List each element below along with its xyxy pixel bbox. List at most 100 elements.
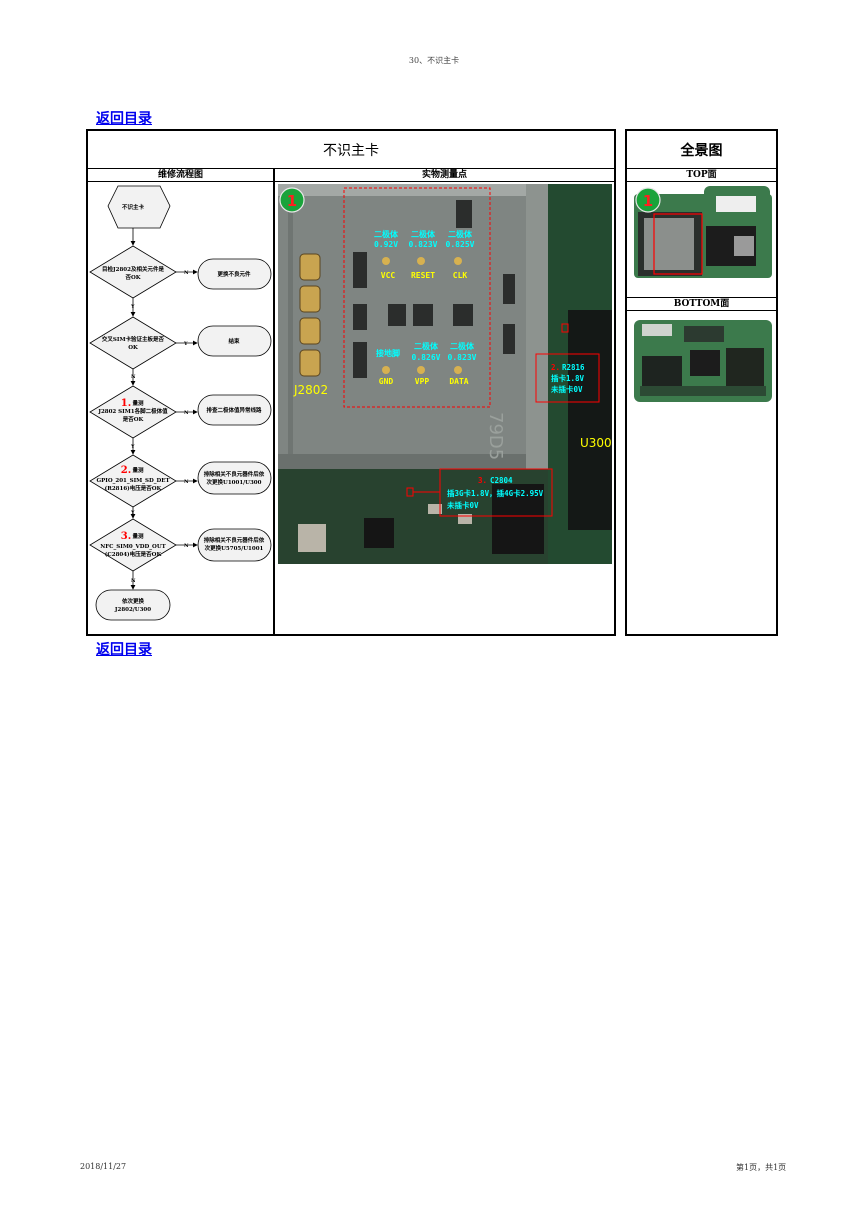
flow-d3-line2: 是否OK (122, 415, 144, 423)
divider (627, 181, 776, 182)
pin-reset-diode: 二极体 (411, 229, 436, 239)
col-header-flow: 维修流程图 (157, 170, 203, 180)
flow-end-line1: 依次更换 (122, 597, 145, 605)
ic-label: U300 (580, 436, 612, 450)
flow-d3-line1: J2802 SIM1各脚二极体值 (97, 407, 168, 415)
no-label: N (131, 374, 136, 380)
bottom-view-photo (634, 320, 772, 402)
r2816-num: 2. (551, 363, 560, 372)
top-view-label: TOP面 (686, 170, 717, 180)
flow-d2-line1: 交叉SIM卡验证主板是否 (102, 335, 165, 343)
page-header: 30、不识主卡 (408, 56, 460, 65)
c2804-inserted: 插3G卡1.8V，插4G卡2.95V (447, 488, 544, 498)
r2816-inserted: 插卡1.8V (551, 373, 585, 383)
result-3 (197, 394, 272, 426)
footer-date: 2018/11/27 (80, 1162, 127, 1171)
pin-data-value: 0.823V (448, 353, 477, 362)
flow-d4-head: 量测 (132, 466, 144, 474)
yes-label: Y (130, 510, 135, 516)
flow-r4-line1: 排除相关不良元器件后依 (204, 470, 265, 478)
flow-d1-line1: 目检J2802及相关元件是 (102, 265, 164, 273)
no-label: N (184, 543, 189, 549)
pin-data-diode: 二极体 (450, 341, 475, 351)
divider (627, 297, 776, 298)
flow-r3-text: 排查二极体值异常线路 (206, 406, 262, 414)
main-title: 不识主卡 (323, 143, 379, 159)
divider (627, 310, 776, 311)
flow-d2-line2: OK (128, 345, 138, 351)
bottom-view-label: BOTTOM面 (673, 299, 730, 309)
flow-d5-line1: NFC_SIM0_VDD_OUT (100, 544, 166, 550)
divider (88, 168, 614, 169)
pin-gnd-diode: 接地脚 (376, 348, 400, 358)
pin-vcc-diode: 二极体 (374, 229, 399, 239)
flow-r5-line2: 次更换U5705/U1001 (205, 544, 264, 552)
chip-silkscreen: 79D5 (485, 412, 506, 460)
pin-vpp-diode: 二极体 (414, 341, 439, 351)
flow-r1-text: 更换不良元件 (217, 270, 251, 278)
result-5 (197, 528, 272, 562)
pin-gnd-name: GND (379, 377, 394, 386)
yes-label: Y (130, 444, 135, 450)
start-hexagon (107, 185, 171, 229)
flow-start-text: 不识主卡 (122, 203, 145, 211)
result-1 (197, 258, 272, 290)
pin-clk-diode: 二极体 (448, 229, 473, 239)
decision-2 (89, 316, 177, 370)
pin-data-name: DATA (449, 377, 468, 386)
result-4 (197, 461, 272, 495)
no-label: N (184, 410, 189, 416)
main-table (86, 129, 616, 636)
flow-r2-text: 结束 (228, 337, 240, 345)
connector-label: J2802 (293, 383, 328, 397)
flow-d3-head: 量测 (132, 399, 144, 407)
flow-d3-num: 1. (121, 398, 131, 409)
pin-vcc-name: VCC (381, 271, 396, 280)
result-2 (197, 325, 272, 357)
side-title: 全景图 (680, 143, 723, 159)
flow-d5-line2: (C2804)电压是否OK (105, 550, 162, 558)
pin-vpp-value: 0.826V (412, 353, 441, 362)
flow-d1-line2: 否OK (125, 273, 140, 281)
end-terminal (95, 589, 171, 621)
flow-d5-num: 3. (121, 531, 131, 542)
yes-label: Y (130, 304, 135, 310)
flow-r4-line2: 次更换U1001/U300 (207, 478, 262, 486)
footer-page: 第1页，共1页 (736, 1163, 787, 1172)
no-label: N (184, 479, 189, 485)
back-to-contents-link-top[interactable]: 返回目录 (96, 111, 152, 127)
pin-reset-value: 0.823V (409, 240, 438, 249)
side-table (625, 129, 778, 636)
c2804-ref: C2804 (490, 476, 513, 485)
flow-d4-line2: (R2816)电压是否OK (105, 484, 162, 492)
top-view-photo: 1 (634, 186, 772, 278)
top-view-badge (635, 187, 661, 213)
step-badge-number: 1 (287, 192, 297, 210)
r2816-ref: R2816 (562, 363, 585, 372)
c2804-num: 3. (478, 476, 487, 485)
pin-vpp-name: VPP (415, 377, 430, 386)
no-label: N (184, 270, 189, 276)
col-header-photo: 实物测量点 (421, 170, 467, 180)
pin-clk-value: 0.825V (446, 240, 475, 249)
flow-d4-num: 2. (121, 465, 131, 476)
repair-flowchart: 不识主卡 目检J2802及相关元件是 否OK 交叉SIM卡验证主板是否 OK 1… (89, 185, 272, 621)
flow-end-line2: J2802/U300 (114, 607, 151, 613)
step-badge (279, 187, 305, 213)
yes-label: Y (183, 341, 188, 347)
top-view-badge-number: 1 (643, 192, 653, 210)
flow-d5-head: 量测 (132, 532, 144, 540)
c2804-empty: 未插卡0V (447, 500, 479, 510)
measurement-photo: 1 二极体 0.92V VCC 二极体 0.823V RESET 二极体 0.8… (278, 184, 612, 564)
back-to-contents-link-bottom[interactable]: 返回目录 (96, 642, 152, 658)
no-label: N (131, 578, 136, 584)
pin-vcc-value: 0.92V (374, 240, 398, 249)
pin-reset-name: RESET (411, 271, 435, 280)
flow-r5-line1: 排除相关不良元器件后依 (204, 536, 265, 544)
pin-clk-name: CLK (453, 271, 468, 280)
divider (88, 181, 614, 182)
divider (273, 169, 275, 635)
r2816-empty: 未插卡0V (551, 384, 583, 394)
flow-d4-line1: GPIO_201_SIM_SD_DET (96, 478, 170, 484)
divider (627, 168, 776, 169)
